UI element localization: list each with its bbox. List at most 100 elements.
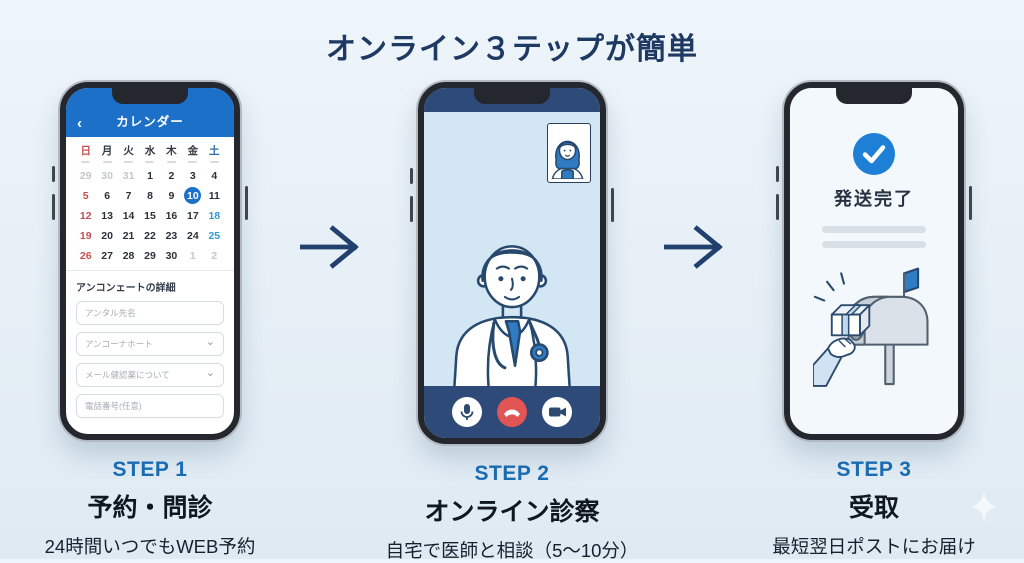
weekday-row: 日月火水木金土 [66, 137, 234, 165]
intake-form: アンコンェートの詳細 アンタル先名アンコーナホート⌄ メール健認薬について⌄ 電話番… [66, 270, 234, 425]
calendar-day[interactable]: 6 [104, 189, 111, 202]
step-1-name: 予約・問診 [87, 494, 213, 522]
calendar-day[interactable]: 30 [165, 249, 178, 262]
step-2-label: STEP 2 [474, 462, 550, 485]
calendar-day[interactable]: 30 [101, 169, 113, 182]
arrow-1 [300, 224, 360, 270]
toggle-camera-button[interactable] [542, 397, 572, 427]
phone-notch [112, 88, 188, 104]
phone-notch [474, 88, 550, 104]
field-placeholder: 電話番号(任意) [85, 401, 142, 411]
weekday-label: 月 [96, 143, 117, 163]
calendar-day[interactable]: 2 [168, 169, 175, 182]
back-icon[interactable]: ‹ [77, 115, 82, 132]
step-3-label: STEP 3 [836, 458, 912, 481]
calendar-day[interactable]: 23 [165, 229, 178, 242]
call-controls-bar [424, 386, 600, 438]
weekday-label: 金 [182, 143, 203, 163]
phone-frame: 発送完了 [784, 82, 964, 440]
calendar-day[interactable]: 1 [189, 249, 196, 262]
calendar-day[interactable]: 15 [144, 209, 156, 222]
phone-3: 発送完了 [776, 82, 972, 440]
right-arrow-icon [664, 225, 723, 269]
calendar-day[interactable]: 28 [122, 249, 135, 262]
calendar-day[interactable]: 3 [189, 169, 196, 182]
weekday-label: 土 [204, 143, 225, 163]
calendar-day[interactable]: 14 [122, 209, 135, 222]
check-circle-icon [853, 133, 895, 175]
calendar-day[interactable]: 21 [122, 229, 135, 242]
calendar-day[interactable]: 27 [101, 249, 113, 262]
calendar-day[interactable]: 7 [125, 189, 132, 202]
intake-form-fields: アンタル先名アンコーナホート⌄ メール健認薬について⌄ 電話番号(任意) [76, 301, 224, 418]
form-heading: アンコンェートの詳細 [76, 283, 176, 294]
calendar-day[interactable]: 16 [165, 209, 178, 222]
calendar-day[interactable]: 9 [168, 189, 175, 202]
doctor-illustration [453, 245, 571, 386]
sparkle-decoration [972, 491, 996, 523]
calendar-day[interactable]: 24 [187, 229, 199, 242]
field-placeholder: メール健認薬について [85, 370, 170, 380]
step-1-desc: 24時間いつでもWEB予約 [44, 536, 256, 557]
placeholder-line [822, 241, 926, 248]
calendar-day[interactable]: 5 [82, 189, 89, 202]
shipping-complete-screen: 発送完了 [790, 88, 958, 434]
calendar-day[interactable]: 13 [101, 209, 113, 222]
weekday-label: 木 [161, 143, 182, 163]
calendar-title: カレンダー [116, 115, 184, 129]
calendar-day-selected[interactable]: 10 [184, 187, 202, 204]
calendar-day[interactable]: 1 [147, 169, 153, 182]
calendar-day[interactable]: 4 [211, 169, 218, 182]
calendar-day[interactable]: 11 [208, 189, 220, 202]
step-3-desc: 最短翌日ポストにお届け [772, 536, 976, 557]
form-select[interactable]: アンコーナホート⌄ [76, 332, 224, 356]
form-input[interactable]: 電話番号(任意) [76, 394, 224, 418]
step-3-caption: STEP 3 受取 最短翌日ポストにお届け [772, 458, 976, 559]
placeholder-line [822, 226, 926, 233]
phone-2 [410, 82, 614, 444]
form-input[interactable]: アンタル先名 [76, 301, 224, 325]
calendar-day[interactable]: 17 [187, 209, 199, 222]
patient-illustration [551, 140, 584, 180]
calendar-day[interactable]: 29 [79, 169, 92, 182]
mailbox-delivery-illustration [813, 267, 929, 387]
phone-notch [836, 88, 912, 104]
weekday-label: 日 [75, 143, 96, 163]
field-placeholder: アンコーナホート [85, 339, 153, 349]
step-1-label: STEP 1 [112, 458, 188, 481]
step-1-caption: STEP 1 予約・問診 24時間いつでもWEB予約 [45, 458, 256, 559]
phone-frame [418, 82, 606, 444]
arrow-2 [664, 224, 724, 270]
doctor-video-feed [424, 112, 600, 386]
field-placeholder: アンタル先名 [85, 308, 136, 318]
shipping-status-text: 発送完了 [834, 189, 914, 209]
page-title: オンライン３テップが簡単 [326, 33, 698, 66]
video-call-screen [424, 88, 600, 438]
end-call-button[interactable] [497, 397, 527, 427]
video-camera-icon [548, 407, 566, 417]
weekday-label: 火 [118, 143, 139, 163]
mute-mic-button[interactable] [452, 397, 482, 427]
microphone-icon [460, 404, 474, 420]
step-2-caption: STEP 2 オンライン診察 自宅で医師と相談（5〜10分） [386, 462, 639, 563]
step-2-column: STEP 2 オンライン診察 自宅で医師と相談（5〜10分） [360, 82, 664, 563]
calendar-day[interactable]: 2 [211, 249, 218, 262]
step-3-name: 受取 [848, 494, 899, 522]
calendar-day[interactable]: 22 [144, 229, 156, 242]
calendar-day[interactable]: 26 [79, 249, 92, 262]
calendar-day[interactable]: 31 [122, 169, 135, 182]
calendar-day[interactable]: 29 [144, 249, 156, 262]
step-2-desc: 自宅で医師と相談（5〜10分） [385, 540, 639, 561]
calendar-day[interactable]: 20 [101, 229, 113, 242]
calendar-day[interactable]: 8 [147, 189, 153, 202]
form-select[interactable]: メール健認薬について⌄ [76, 363, 224, 387]
calendar-day[interactable]: 18 [208, 209, 221, 222]
calendar-day[interactable]: 25 [208, 229, 221, 242]
calendar-day[interactable]: 12 [79, 209, 92, 222]
patient-pip-video [547, 123, 591, 183]
calendar-day[interactable]: 19 [79, 229, 92, 242]
